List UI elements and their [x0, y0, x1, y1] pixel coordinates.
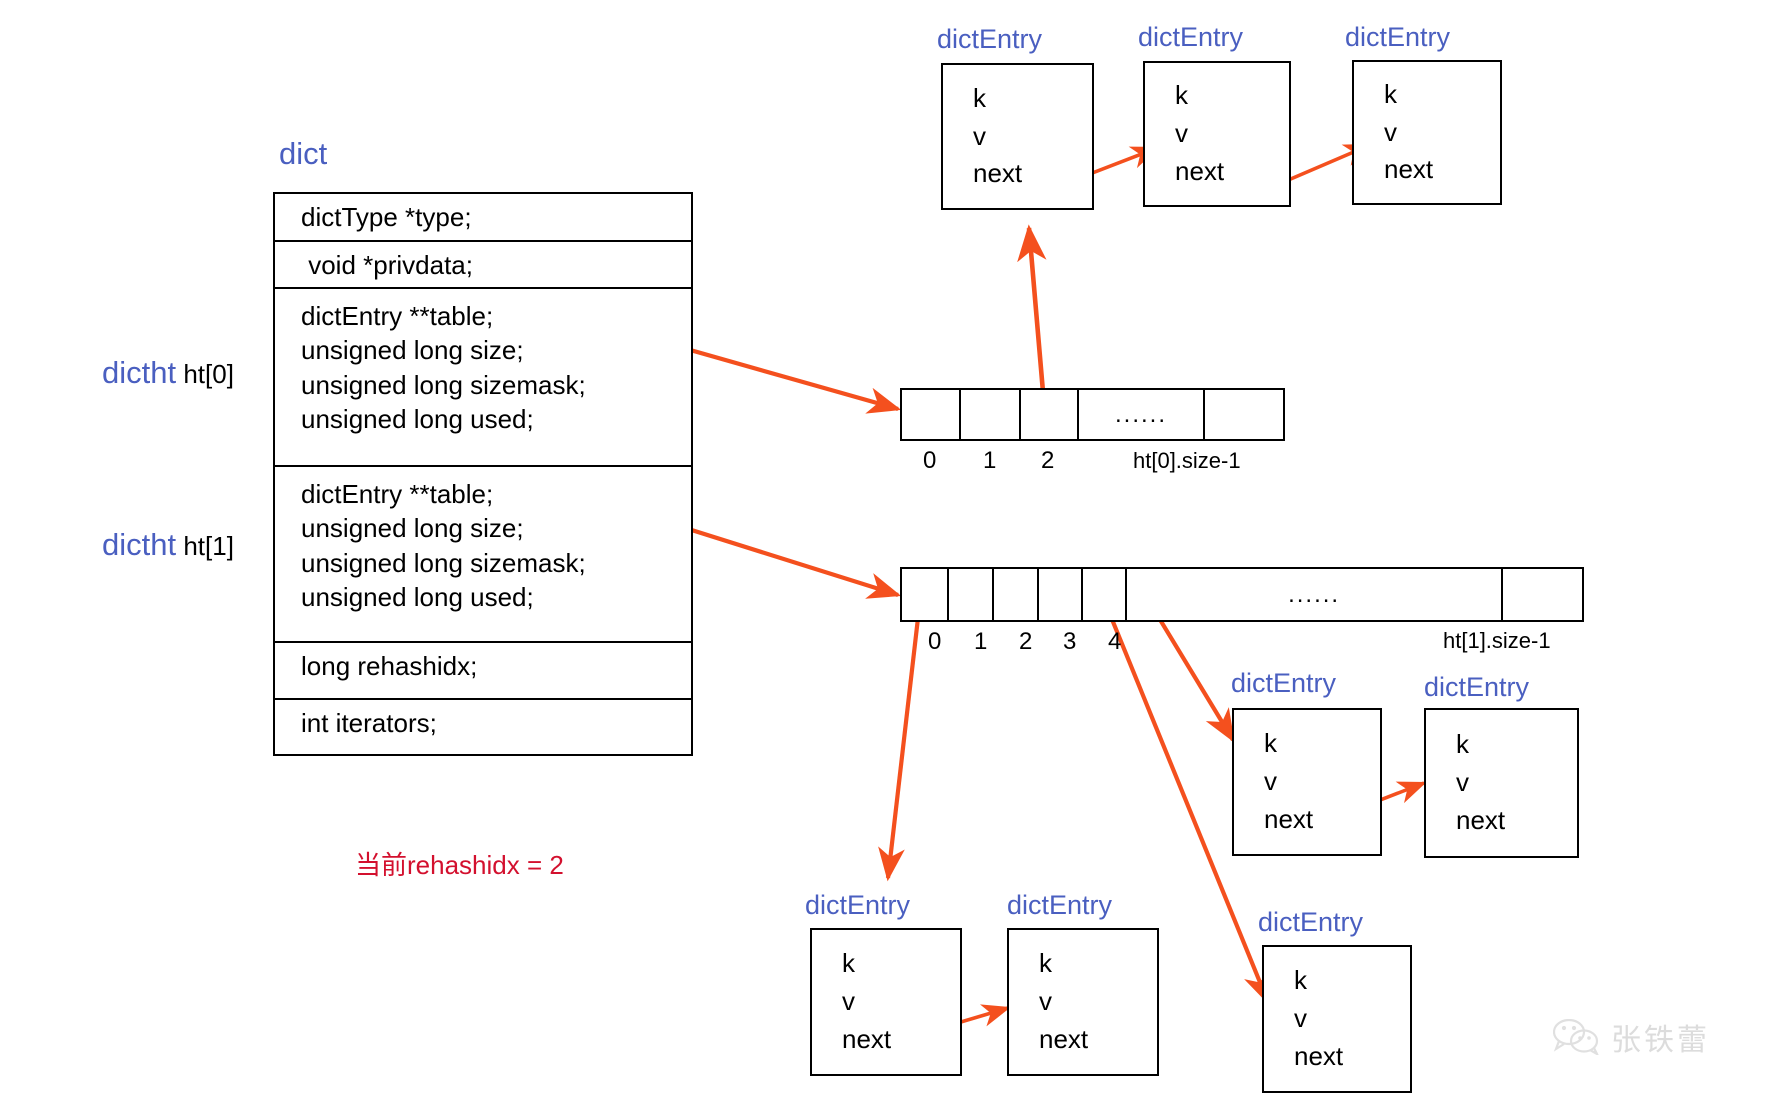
dictht-keyword-0: dictht	[102, 355, 177, 390]
ht0-bucket-ellipsis: ......	[1079, 390, 1205, 439]
dict-entry-top-2[interactable]: k v next	[1143, 61, 1291, 207]
dict-entry-right-1[interactable]: k v next	[1232, 708, 1382, 856]
dict-entry-bottom-1[interactable]: k v next	[810, 928, 962, 1076]
watermark-text: 张铁蕾	[1611, 1024, 1710, 1057]
ht1-index-0: 0	[928, 628, 942, 655]
dictht-index-1: ht[1]	[176, 531, 234, 561]
entry-caption-bottom-1: dictEntry	[805, 890, 911, 920]
ht1-bucket-0[interactable]	[902, 569, 949, 620]
entry-field-k: k	[1264, 728, 1277, 759]
ht0-bucket-2[interactable]	[1021, 390, 1079, 439]
entry-field-k: k	[1456, 729, 1469, 760]
dict-struct-box: dictType *type; void *privdata; dictEntr…	[273, 192, 693, 756]
entry-field-next: next	[1039, 1023, 1089, 1054]
entry-field-next: next	[1456, 804, 1506, 835]
entry-caption-top-1: dictEntry	[937, 24, 1043, 54]
ht0-bucket-array: ......	[900, 388, 1285, 441]
entry-caption-top-2: dictEntry	[1138, 22, 1244, 52]
entry-field-k: k	[1294, 965, 1307, 996]
dict-entry-right-2[interactable]: k v next	[1424, 708, 1579, 858]
ht0-index-1: 1	[983, 447, 997, 474]
dictht-ht1-label: dictht ht[1]	[102, 527, 234, 563]
entry-caption-right-2: dictEntry	[1424, 672, 1530, 702]
entry-field-k: k	[842, 948, 855, 979]
entry-field-next: next	[842, 1023, 892, 1054]
ht0-bucket-last[interactable]	[1205, 390, 1283, 439]
rehashidx-note: 当前rehashidx = 2	[355, 850, 564, 880]
entry-field-v: v	[1294, 1003, 1307, 1034]
entry-field-v: v	[973, 120, 986, 151]
ht1-bucket-last[interactable]	[1503, 569, 1582, 620]
struct-row-privdata: void *privdata;	[275, 242, 691, 289]
ht1-index-3: 3	[1063, 628, 1077, 655]
dictht-index-0: ht[0]	[176, 359, 234, 389]
dict-entry-bottom-3[interactable]: k v next	[1262, 945, 1412, 1093]
ht1-bucket-4[interactable]	[1083, 569, 1127, 620]
entry-field-k: k	[1039, 948, 1052, 979]
entry-caption-bottom-2: dictEntry	[1007, 890, 1113, 920]
entry-field-k: k	[1175, 80, 1188, 111]
entry-field-k: k	[973, 82, 986, 113]
struct-row-rehashidx: long rehashidx;	[275, 643, 691, 700]
ht1-bucket-3[interactable]	[1039, 569, 1083, 620]
watermark: 张铁蕾	[1553, 1015, 1710, 1059]
ht1-size-label: ht[1].size-1	[1443, 628, 1551, 653]
dict-title-label: dict	[279, 136, 328, 171]
entry-field-next: next	[973, 158, 1023, 189]
entry-field-next: next	[1175, 155, 1225, 186]
ht1-bucket-ellipsis: ......	[1127, 569, 1504, 620]
entry-field-k: k	[1384, 78, 1397, 109]
dict-entry-top-1[interactable]: k v next	[941, 63, 1094, 210]
ht0-index-2: 2	[1041, 447, 1055, 474]
ht1-index-4: 4	[1108, 628, 1122, 655]
entry-caption-top-3: dictEntry	[1345, 22, 1451, 52]
entry-caption-bottom-3: dictEntry	[1258, 907, 1364, 937]
ht0-bucket-1[interactable]	[961, 390, 1021, 439]
entry-field-v: v	[1175, 118, 1188, 149]
dict-entry-top-3[interactable]: k v next	[1352, 60, 1502, 205]
ht1-index-2: 2	[1019, 628, 1033, 655]
entry-caption-right-1: dictEntry	[1231, 668, 1337, 698]
entry-field-next: next	[1384, 154, 1434, 185]
entry-field-next: next	[1294, 1040, 1344, 1071]
struct-row-iterators: int iterators;	[301, 708, 437, 738]
ht1-bucket-array: ......	[900, 567, 1584, 622]
ht0-index-0: 0	[923, 447, 937, 474]
dictht-keyword-1: dictht	[102, 527, 177, 562]
entry-field-v: v	[1384, 116, 1397, 147]
entry-field-v: v	[1456, 767, 1469, 798]
ht1-bucket-1[interactable]	[949, 569, 995, 620]
struct-row-dicttype: dictType *type;	[275, 194, 691, 242]
ht1-index-1: 1	[974, 628, 988, 655]
entry-field-next: next	[1264, 803, 1314, 834]
dictht-ht0-label: dictht ht[0]	[102, 355, 234, 391]
ht1-bucket-2[interactable]	[994, 569, 1040, 620]
struct-row-ht1: dictEntry **table; unsigned long size; u…	[275, 467, 691, 643]
wechat-icon	[1553, 1019, 1599, 1055]
arrow-ht1-bucket0-to-entry	[878, 617, 921, 882]
entry-field-v: v	[1264, 766, 1277, 797]
entry-field-v: v	[842, 986, 855, 1017]
struct-row-ht0: dictEntry **table; unsigned long size; u…	[275, 289, 691, 467]
entry-field-v: v	[1039, 986, 1052, 1017]
ht0-bucket-0[interactable]	[902, 390, 961, 439]
dict-entry-bottom-2[interactable]: k v next	[1007, 928, 1159, 1076]
ht0-size-label: ht[0].size-1	[1133, 448, 1241, 473]
